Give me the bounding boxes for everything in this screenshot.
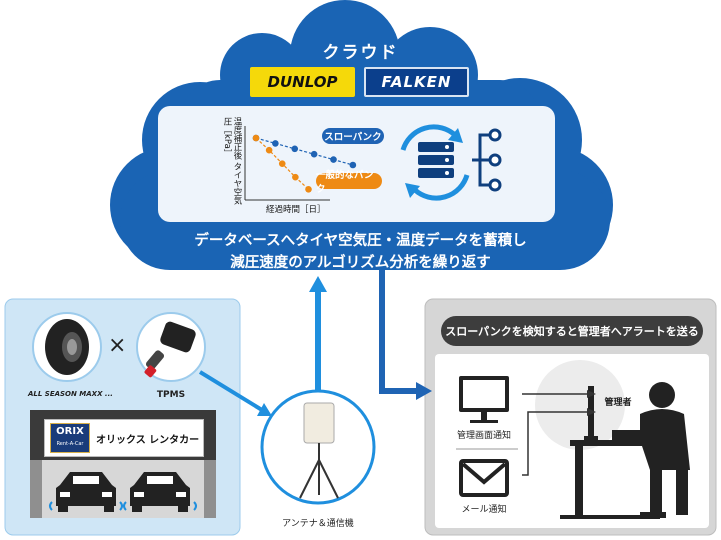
series-label-slow-puncture: スローパンク <box>322 128 384 144</box>
antenna-image <box>260 389 376 505</box>
server-icon <box>418 142 454 178</box>
network-icon <box>472 128 502 192</box>
series-point-1-2 <box>278 160 286 167</box>
sensor-to-antenna-arrow <box>198 370 272 416</box>
chart-y-axis-label: 温度補正後 タイヤ空気圧［kPa］ <box>222 117 242 205</box>
antenna-label: アンテナ＆通信機 <box>282 519 354 529</box>
admin-label: 管理者 <box>604 398 632 408</box>
chart-x-axis-label: 経過時間［日］ <box>266 205 326 215</box>
series-point-0-2 <box>291 145 299 153</box>
series-point-0-5 <box>349 161 357 169</box>
chart-series-marks <box>252 134 357 193</box>
chart-axes <box>244 126 330 201</box>
cloud-title: クラウド <box>322 43 399 63</box>
series-line-0 <box>255 137 354 166</box>
tire-label: ALL SEASON MAXX ... <box>28 390 113 398</box>
mail-icon <box>459 459 509 497</box>
mail-notification-label: メール通知 <box>461 505 507 515</box>
upload-arrow <box>309 276 327 398</box>
falken-logo: FALKEN <box>364 67 469 97</box>
orix-logo: ORIX Rent-A-Car <box>50 423 90 453</box>
tire-image <box>32 312 102 382</box>
alert-banner: スローパンクを検知すると管理者へアラートを送る <box>441 316 703 346</box>
series-point-1-4 <box>305 186 312 193</box>
series-point-1-3 <box>292 173 299 181</box>
series-point-1-1 <box>265 146 273 154</box>
orix-sign-text: オリックス レンタカー <box>96 434 200 446</box>
tpms-sensor-image <box>136 312 206 382</box>
series-point-0-1 <box>272 140 279 147</box>
car-icon-left <box>56 472 116 512</box>
notification-lines <box>522 393 592 476</box>
refresh-cycle-icon <box>400 124 470 201</box>
series-point-1-0 <box>252 134 260 142</box>
series-label-normal-puncture: 一般的なパンク <box>316 170 382 195</box>
cloud-description-line2: 減圧速度のアルゴリズム分析を繰り返す <box>230 255 491 271</box>
orix-sign: ORIX Rent-A-Car オリックス レンタカー <box>44 419 204 457</box>
screen-notification-label: 管理画面通知 <box>456 431 511 441</box>
dunlop-logo: DUNLOP <box>250 67 355 97</box>
tpms-label: TPMS <box>156 390 186 400</box>
alert-arrow <box>379 270 432 400</box>
times-symbol: × <box>108 333 127 358</box>
car-icon-right <box>130 472 190 512</box>
signal-waves <box>49 501 197 511</box>
cloud-description-line1: データベースへタイヤ空気圧・温度データを蓄積し <box>194 233 527 249</box>
series-point-0-3 <box>310 150 318 158</box>
series-point-0-4 <box>330 156 337 163</box>
